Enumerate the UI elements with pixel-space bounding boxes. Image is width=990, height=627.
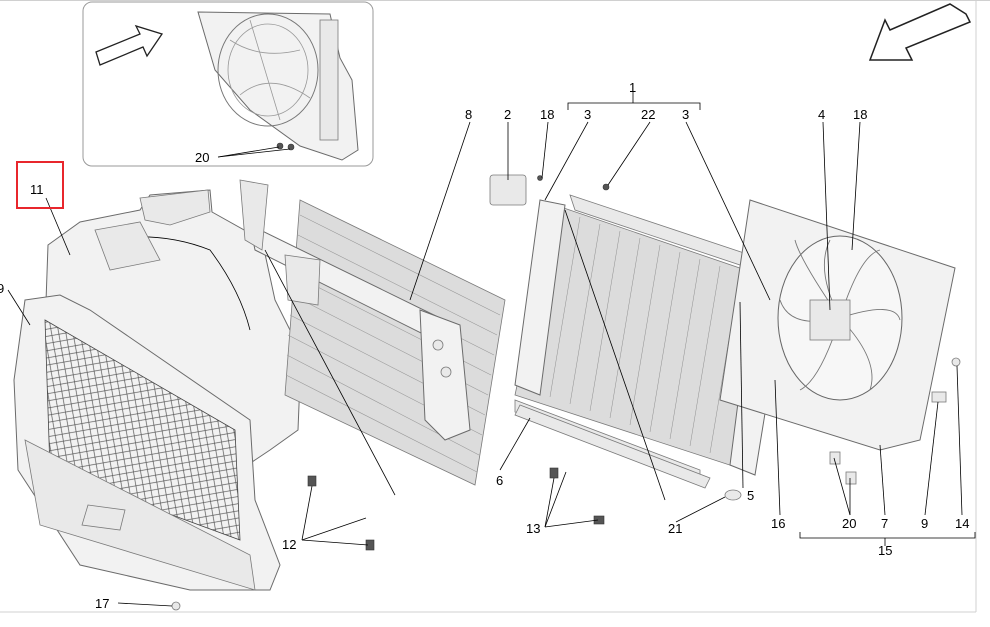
callout-2: 2 xyxy=(504,107,511,122)
inset-detail xyxy=(82,1,374,167)
callout-9: 9 xyxy=(0,281,4,296)
cooling-fan-assembly xyxy=(719,199,956,451)
leader-lines xyxy=(7,92,976,607)
callout-20: 20 xyxy=(842,516,856,531)
callout-8: 8 xyxy=(465,107,472,122)
front-grille-panel xyxy=(13,294,281,591)
callout-18: 18 xyxy=(540,107,554,122)
callout-1: 1 xyxy=(629,80,636,95)
callout-7: 7 xyxy=(881,516,888,531)
condenser xyxy=(239,179,506,486)
callout-3: 3 xyxy=(584,107,591,122)
callout-14: 14 xyxy=(955,516,969,531)
callout-5: 5 xyxy=(747,488,754,503)
inset-fan-shroud xyxy=(197,11,359,161)
callout-17: 17 xyxy=(95,596,109,611)
callout-18: 18 xyxy=(853,107,867,122)
direction-arrow-icon xyxy=(95,24,164,66)
callout-4: 4 xyxy=(818,107,825,122)
callout-16: 16 xyxy=(771,516,785,531)
callout-20: 20 xyxy=(195,150,209,165)
callout-13: 13 xyxy=(526,521,540,536)
callout-12: 12 xyxy=(282,537,296,552)
callout-11: 11 xyxy=(30,182,44,197)
direction-arrow-icon xyxy=(868,3,972,61)
callout-labels: 11 9 20 1 8 2 18 3 22 3 4 18 6 5 16 20 7… xyxy=(0,80,969,611)
callout-9: 9 xyxy=(921,516,928,531)
callout-15: 15 xyxy=(878,543,892,558)
callout-22: 22 xyxy=(641,107,655,122)
callout-3: 3 xyxy=(682,107,689,122)
callout-6: 6 xyxy=(496,473,503,488)
highlight-box-11 xyxy=(16,161,64,209)
callout-21: 21 xyxy=(668,521,682,536)
